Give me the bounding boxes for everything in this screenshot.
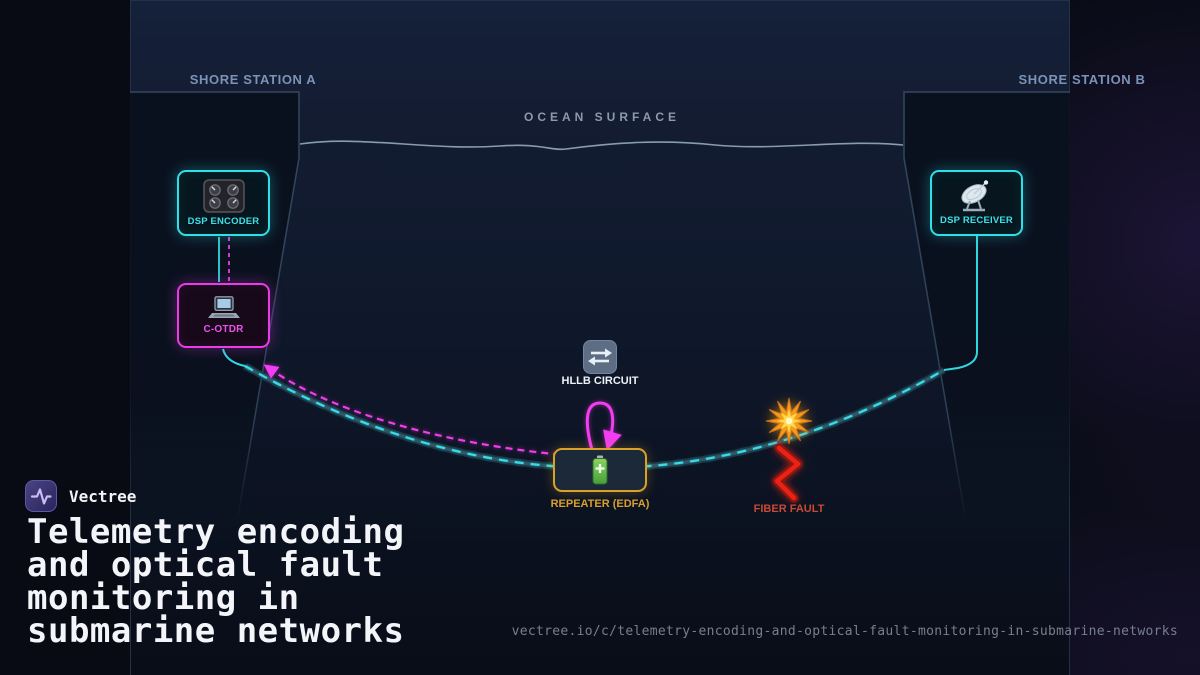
hllb-circuit-label: HLLB CIRCUIT (561, 375, 639, 387)
brand-name: Vectree (69, 486, 137, 506)
ocean-surface-line (299, 140, 904, 151)
c-otdr-node: C-OTDR (177, 283, 270, 348)
footer-url: vectree.io/c/telemetry-encoding-and-opti… (511, 624, 1178, 639)
page-title: Telemetry encoding and optical fault mon… (27, 512, 405, 651)
brand-row: Vectree (25, 480, 136, 512)
dsp-receiver-label: DSP RECEIVER (940, 215, 1013, 226)
fault-zigzag-icon (772, 443, 803, 503)
dsp-encoder-label: DSP ENCODER (187, 216, 260, 227)
mixer-knobs-icon (202, 179, 245, 213)
shore-shape-b (903, 91, 1070, 517)
laptop-icon (207, 296, 240, 318)
encoder-otdr-links (218, 237, 230, 282)
otdr-feed-line (222, 348, 246, 367)
dsp-encoder-node: DSP ENCODER (177, 170, 270, 236)
loopback-arrow (585, 401, 622, 451)
shore-station-a-label: SHORE STATION A (189, 72, 317, 87)
ocean-surface-label: OCEAN SURFACE (523, 110, 681, 124)
shore-station-b-label: SHORE STATION B (1018, 72, 1146, 87)
explosion-icon (765, 397, 813, 445)
battery-icon (592, 455, 608, 485)
pulse-wave-icon (25, 480, 57, 512)
satellite-dish-icon (960, 180, 988, 212)
dsp-receiver-node: DSP RECEIVER (930, 170, 1023, 236)
fiber-fault-label: FIBER FAULT (753, 503, 825, 515)
loopback-arrows-icon (583, 340, 617, 374)
repeater-label: REPEATER (EDFA) (550, 498, 650, 510)
c-otdr-label: C-OTDR (203, 324, 244, 335)
repeater-node (553, 448, 647, 492)
receiver-feed-line (943, 236, 978, 371)
